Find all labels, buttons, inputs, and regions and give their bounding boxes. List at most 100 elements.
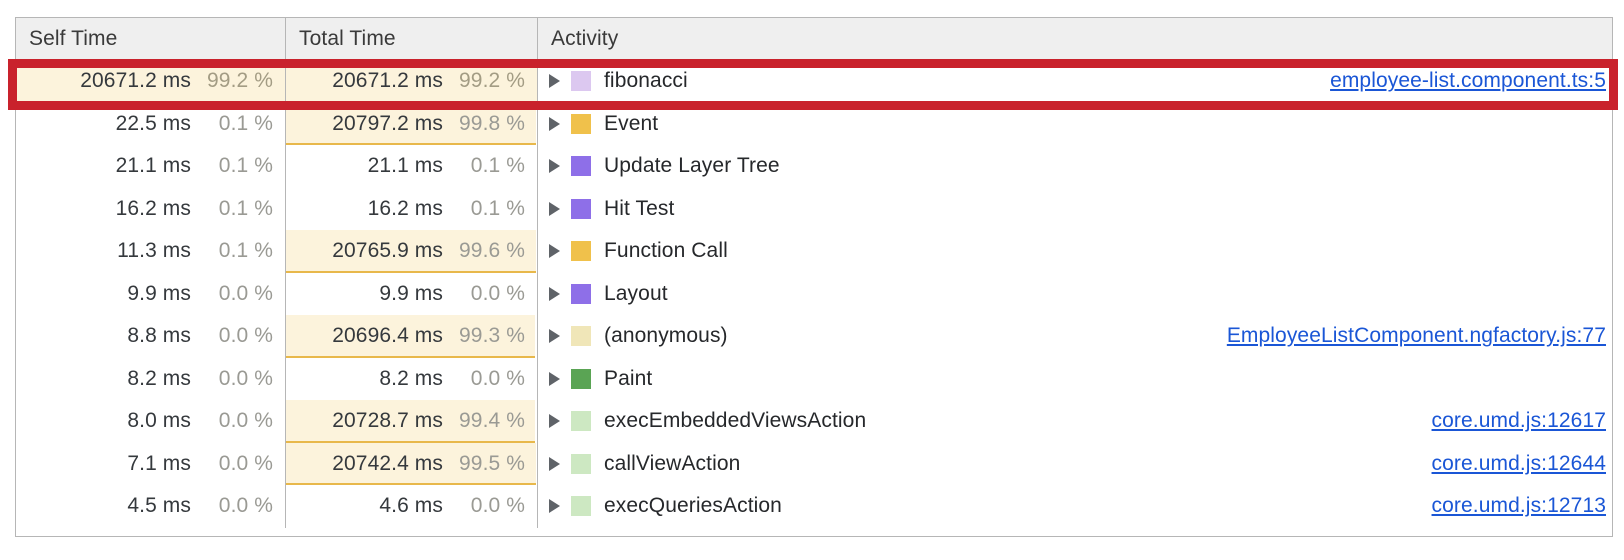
total-time-percent: 0.1 % <box>470 154 525 178</box>
total-time-percent: 99.8 % <box>459 111 525 135</box>
activity-color-swatch-icon <box>571 198 591 219</box>
disclosure-triangle-icon[interactable] <box>549 244 560 259</box>
table-row[interactable]: 21.1 ms 0.1 % 21.1 ms 0.1 % Update Layer Tre… <box>16 145 1612 188</box>
total-time-percent: 0.0 % <box>470 366 525 390</box>
cell-activity: Function Call <box>538 230 1612 273</box>
performance-bottom-up-table[interactable]: Self Time Total Time Activity 20671.2 ms… <box>15 17 1613 537</box>
disclosure-triangle-icon[interactable] <box>549 159 560 174</box>
cell-self-time: 8.2 ms 0.0 % <box>16 357 286 400</box>
total-time-value: 16.2 ms <box>367 196 443 220</box>
total-time-value: 9.9 ms <box>379 281 443 305</box>
cell-self-time: 20671.2 ms 99.2 % <box>16 60 286 103</box>
cell-self-time: 8.8 ms 0.0 % <box>16 315 286 358</box>
total-time-value: 21.1 ms <box>367 154 443 178</box>
self-time-value: 8.2 ms <box>127 366 191 390</box>
total-time-percent: 99.2 % <box>459 69 525 93</box>
cell-activity: (anonymous) EmployeeListComponent.ngfacto… <box>538 315 1612 358</box>
self-time-value: 4.5 ms <box>127 494 191 518</box>
self-time-percent: 0.0 % <box>218 451 273 475</box>
disclosure-triangle-icon[interactable] <box>549 116 560 131</box>
cell-activity: callViewAction core.umd.js:12644 <box>538 443 1612 486</box>
disclosure-triangle-icon[interactable] <box>549 414 560 429</box>
column-header-activity[interactable]: Activity <box>551 26 619 50</box>
self-time-value: 7.1 ms <box>127 451 191 475</box>
source-location-link[interactable]: core.umd.js:12713 <box>1431 494 1606 518</box>
cell-self-time: 4.5 ms 0.0 % <box>16 485 286 528</box>
self-time-value: 8.0 ms <box>127 409 191 433</box>
source-location-link[interactable]: core.umd.js:12644 <box>1431 451 1606 475</box>
activity-name: fibonacci <box>604 69 688 93</box>
self-time-value: 20671.2 ms <box>80 69 191 93</box>
disclosure-triangle-icon[interactable] <box>549 456 560 471</box>
disclosure-triangle-icon[interactable] <box>549 74 560 89</box>
activity-color-swatch-icon <box>571 326 591 347</box>
total-time-value: 4.6 ms <box>379 494 443 518</box>
table-row[interactable]: 8.8 ms 0.0 % 20696.4 ms 99.3 % (anonymous) Em… <box>16 315 1612 358</box>
total-time-value: 20696.4 ms <box>332 324 443 348</box>
column-header-total-time[interactable]: Total Time <box>286 18 538 59</box>
activity-name: (anonymous) <box>604 324 728 348</box>
disclosure-triangle-icon[interactable] <box>549 499 560 514</box>
activity-color-swatch-icon <box>571 283 591 304</box>
activity-name: Function Call <box>604 239 728 263</box>
self-time-value: 21.1 ms <box>115 154 191 178</box>
disclosure-triangle-icon[interactable] <box>549 371 560 386</box>
activity-color-swatch-icon <box>571 411 591 432</box>
source-location-link[interactable]: EmployeeListComponent.ngfactory.js:77 <box>1226 324 1606 348</box>
disclosure-triangle-icon[interactable] <box>549 201 560 216</box>
total-time-percent: 99.3 % <box>459 324 525 348</box>
disclosure-triangle-icon[interactable] <box>549 329 560 344</box>
cell-self-time: 7.1 ms 0.0 % <box>16 442 286 485</box>
cell-self-time: 21.1 ms 0.1 % <box>16 145 286 188</box>
cell-activity: Layout <box>538 273 1612 316</box>
activity-color-swatch-icon <box>571 496 591 517</box>
cell-total-time: 20696.4 ms 99.3 % <box>286 315 538 358</box>
self-time-value: 16.2 ms <box>115 196 191 220</box>
column-header-self-time[interactable]: Self Time <box>16 18 286 59</box>
self-time-percent: 99.2 % <box>207 69 273 93</box>
activity-color-swatch-icon <box>571 156 591 177</box>
self-time-value: 8.8 ms <box>127 324 191 348</box>
total-time-percent: 0.0 % <box>470 281 525 305</box>
self-time-percent: 0.1 % <box>218 154 273 178</box>
total-time-percent: 99.5 % <box>459 451 525 475</box>
total-time-value: 20765.9 ms <box>332 239 443 263</box>
total-time-percent: 99.4 % <box>459 409 525 433</box>
self-time-value: 11.3 ms <box>117 239 191 263</box>
disclosure-triangle-icon[interactable] <box>549 286 560 301</box>
activity-color-swatch-icon <box>571 453 591 474</box>
self-time-percent: 0.0 % <box>218 494 273 518</box>
self-time-value: 22.5 ms <box>115 111 191 135</box>
source-location-link[interactable]: core.umd.js:12617 <box>1431 409 1606 433</box>
activity-name: Event <box>604 111 659 135</box>
source-location-link[interactable]: employee-list.component.ts:5 <box>1330 69 1606 93</box>
activity-name: callViewAction <box>604 451 741 475</box>
self-time-percent: 0.0 % <box>218 324 273 348</box>
self-time-percent: 0.0 % <box>218 366 273 390</box>
self-time-value: 9.9 ms <box>127 281 191 305</box>
cell-activity: Update Layer Tree <box>538 145 1612 188</box>
activity-color-swatch-icon <box>571 241 591 262</box>
activity-color-swatch-icon <box>571 368 591 389</box>
activity-color-swatch-icon <box>571 113 591 134</box>
